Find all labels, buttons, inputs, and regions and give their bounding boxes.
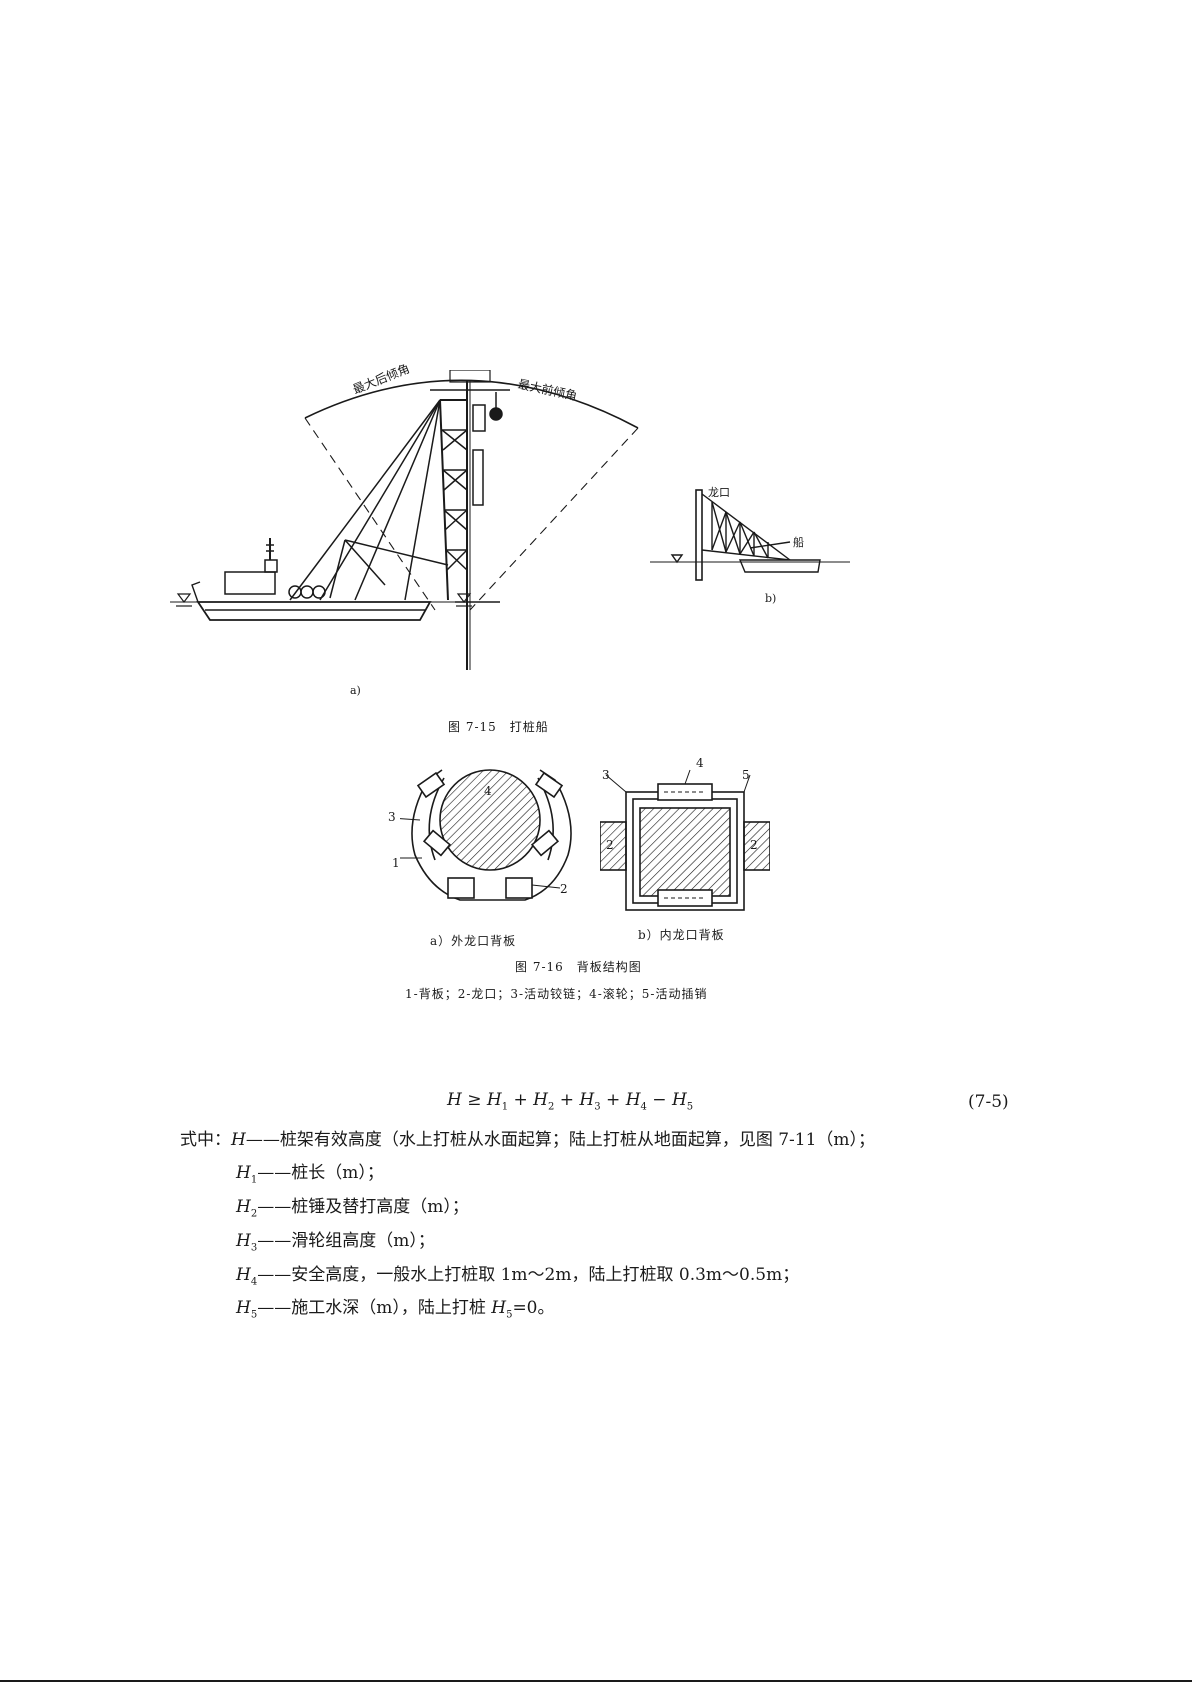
definition-H: 式中：H——桩架有效高度（水上打桩从水面起算；陆上打桩从地面起算，见图 7-11… <box>180 1125 875 1150</box>
formula-minus: − <box>647 1090 672 1110</box>
definition-H-text: ——桩架有效高度（水上打桩从水面起算；陆上打桩从地面起算，见图 7-11（m）； <box>246 1130 875 1150</box>
formula-plus-2: + <box>554 1090 579 1110</box>
pile-driving-vessel-figure-a <box>170 370 650 710</box>
figure-7-16-legend: 1-背板；2-龙口；3-活动铰链；4-滚轮；5-活动插销 <box>405 985 707 1002</box>
fig716a-label-4: 4 <box>484 784 492 798</box>
definition-H2-text: ——桩锤及替打高度（m）； <box>257 1197 469 1217</box>
figure-7-15-sublabel-b: b) <box>765 592 776 605</box>
label-chuan: 船 <box>793 534 804 550</box>
definition-H4: H4——安全高度，一般水上打桩取 1m～2m，陆上打桩取 0.3m～0.5m； <box>236 1260 799 1287</box>
figure-7-16-sublabel-a: a）外龙口背板 <box>430 932 516 949</box>
formula-H5: H <box>672 1090 687 1110</box>
fig716b-label-5: 5 <box>742 768 750 782</box>
formula-7-5: H ≥ H1 + H2 + H3 + H4 − H5 <box>447 1090 693 1112</box>
label-longkou: 龙口 <box>708 484 730 500</box>
fig716b-label-2-right: 2 <box>750 838 758 852</box>
fig716b-label-4: 4 <box>696 756 704 770</box>
definition-H5-tail: =0。 <box>512 1298 554 1318</box>
figure-7-15-caption: 图 7-15 打桩船 <box>448 718 549 735</box>
formula-H5-sub: 5 <box>687 1101 693 1112</box>
formula-ge: ≥ <box>462 1090 487 1110</box>
formula-plus-3: + <box>601 1090 626 1110</box>
formula-H3: H <box>579 1090 594 1110</box>
inner-longkou-backplate-figure <box>600 760 770 920</box>
definition-H3: H3——滑轮组高度（m）； <box>236 1226 435 1253</box>
fig716a-label-2: 2 <box>560 882 568 896</box>
fig716b-label-2-left: 2 <box>606 838 614 852</box>
definition-H-symbol: H <box>231 1130 246 1150</box>
longkou-diagram-figure-b <box>650 480 870 590</box>
definition-H5-symbol: H <box>236 1298 251 1318</box>
page-bottom-rule <box>0 1680 1192 1682</box>
fig716b-label-3: 3 <box>602 768 610 782</box>
formula-number: (7-5) <box>968 1092 1009 1112</box>
definition-H4-symbol: H <box>236 1265 251 1285</box>
figure-7-15-sublabel-a: a) <box>350 684 361 697</box>
definition-prefix: 式中： <box>180 1130 231 1150</box>
definition-H5-tail-symbol: H <box>491 1298 506 1318</box>
formula-H1: H <box>487 1090 502 1110</box>
definition-H3-symbol: H <box>236 1231 251 1251</box>
figure-7-16-sublabel-b: b）内龙口背板 <box>638 926 725 943</box>
definition-H5-text: ——施工水深（m），陆上打桩 <box>257 1298 491 1318</box>
formula-H2: H <box>533 1090 548 1110</box>
definition-H2-symbol: H <box>236 1197 251 1217</box>
formula-H4: H <box>626 1090 641 1110</box>
figure-7-16-caption: 图 7-16 背板结构图 <box>515 958 642 975</box>
formula-H: H <box>447 1090 462 1110</box>
formula-plus-1: + <box>508 1090 533 1110</box>
fig716a-label-1: 1 <box>392 856 400 870</box>
fig716a-label-3: 3 <box>388 810 396 824</box>
definition-H1-symbol: H <box>236 1163 251 1183</box>
definition-H3-text: ——滑轮组高度（m）； <box>257 1231 435 1251</box>
definition-H1-text: ——桩长（m）； <box>257 1163 384 1183</box>
definition-H2: H2——桩锤及替打高度（m）； <box>236 1192 469 1219</box>
definition-H1: H1——桩长（m）； <box>236 1158 384 1185</box>
definition-H5: H5——施工水深（m），陆上打桩 H5=0。 <box>236 1293 555 1320</box>
definition-H4-text: ——安全高度，一般水上打桩取 1m～2m，陆上打桩取 0.3m～0.5m； <box>257 1265 799 1285</box>
